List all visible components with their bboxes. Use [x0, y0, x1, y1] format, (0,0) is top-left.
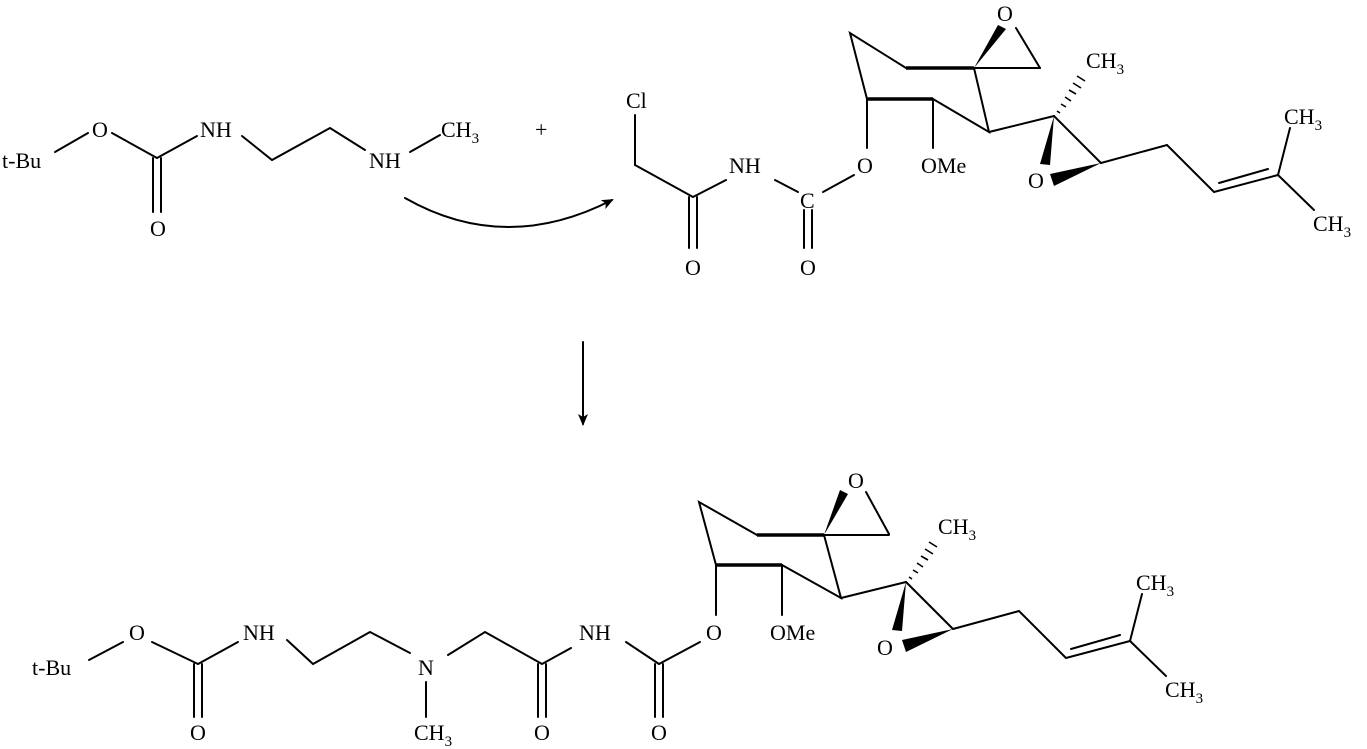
methyl-label: CH3	[1165, 677, 1203, 707]
chlorine-label: Cl	[626, 88, 647, 113]
methoxy-label: OMe	[770, 620, 815, 645]
nh-label: NH	[369, 148, 401, 173]
product-bonds	[89, 490, 1166, 717]
ester-oxygen-label: O	[92, 117, 108, 142]
methyl-label: CH3	[938, 514, 976, 544]
plus-sign: +	[535, 117, 547, 142]
methyl-label: CH3	[414, 720, 452, 749]
carbonyl-oxygen-label: O	[150, 216, 166, 241]
ester-oxygen-label: O	[706, 620, 722, 645]
methyl-label: CH3	[441, 117, 479, 147]
methyl-label: CH3	[1313, 211, 1351, 241]
spiro-epoxide-oxygen-label: O	[848, 468, 864, 493]
methoxy-label: OMe	[921, 153, 966, 178]
spiro-epoxide-oxygen-label: O	[997, 1, 1013, 26]
carbamate-oxygen-label: O	[800, 255, 816, 280]
reactant-2-bonds	[635, 25, 1314, 248]
carbamate-carbon-label: C	[800, 188, 815, 213]
epoxide-oxygen-label: O	[1028, 168, 1044, 193]
reactant-1-labels: t-Bu O O NH NH CH3	[2, 117, 479, 241]
tbu-label: t-Bu	[2, 148, 41, 173]
methyl-label: CH3	[1086, 48, 1124, 78]
carbamate-oxygen-label: O	[651, 720, 667, 745]
curved-arrow	[405, 198, 612, 227]
nh-label: NH	[243, 620, 275, 645]
carbonyl-oxygen-label: O	[190, 720, 206, 745]
epoxide-oxygen-label: O	[877, 635, 893, 660]
amide-oxygen-label: O	[534, 720, 550, 745]
product-labels: t-Bu O O NH N CH3 O NH O O OMe O O CH3 C…	[32, 468, 1203, 749]
amine-nitrogen-label: N	[418, 655, 434, 680]
nh-label: NH	[200, 117, 232, 142]
tbu-label: t-Bu	[32, 655, 71, 680]
ester-oxygen-label: O	[857, 153, 873, 178]
nh-label: NH	[729, 153, 761, 178]
nh-label: NH	[579, 620, 611, 645]
ester-oxygen-label: O	[129, 620, 145, 645]
amide-oxygen-label: O	[685, 255, 701, 280]
